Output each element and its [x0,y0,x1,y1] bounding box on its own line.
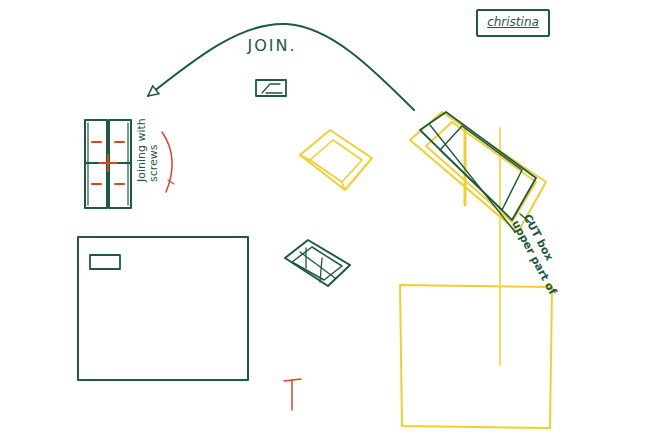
green-box-inner [292,247,342,280]
small-part-icon [256,80,286,96]
green-box-sketch [285,240,350,286]
green-box-sketch [420,112,536,220]
yellow-box-edge [300,155,310,160]
board-outline [78,237,248,380]
yellow-box-sketch [300,130,372,190]
screw-mark [92,141,101,143]
panel-edge [127,123,128,205]
edge-label: JOIN. [247,36,296,55]
red-mark [291,380,293,410]
board-cutout [90,255,120,269]
node-text: Joining with screws [136,102,160,182]
green-box-edge [305,248,306,268]
green-box-inner [440,126,522,210]
screw-mark [92,183,101,185]
green-box-edge [320,258,322,282]
yellow-box-edge [464,128,467,205]
sketch-lines [78,80,552,428]
yellow-box-edge [342,182,345,190]
yellow-square [400,285,552,428]
green-box-edge [430,125,515,232]
small-part-detail [262,84,282,93]
connector-layer [148,24,414,110]
panel-edge [87,123,88,205]
screw-mark [99,162,117,164]
screw-mark [115,141,124,143]
node-text: CUT box upper part of [509,212,571,298]
yellow-box-inner [310,140,362,182]
screwed-assembly: Joining with screws [80,96,175,214]
join-arrow [148,24,414,110]
red-tick [168,180,174,184]
name-tag: christina [476,9,550,37]
yellow-guide-line [499,128,501,365]
cut-box: CUT box upper part of [408,108,548,236]
node-text: christina [482,15,544,29]
screw-mark [115,183,124,185]
green-box-edge [300,252,335,278]
panel-seam [85,162,131,164]
red-bracket [162,132,172,192]
